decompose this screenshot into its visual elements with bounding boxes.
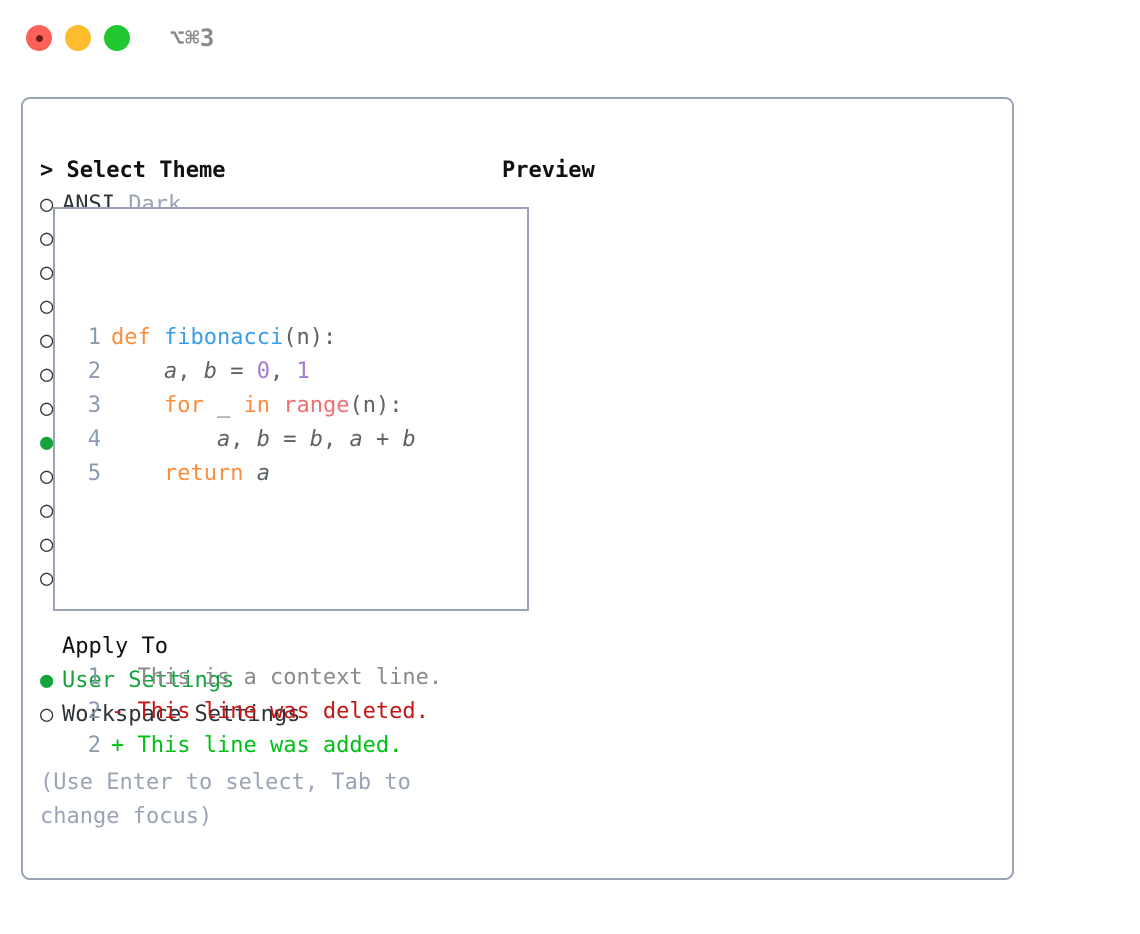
code-token: a [163, 359, 178, 384]
theme-picker-panel: > Select Theme ○ ANSI Dark○ Atom One Dar… [21, 97, 1014, 880]
code-line: 2 a, b = 0, 1 [67, 355, 522, 389]
code-token: , [230, 427, 257, 452]
diff-line: 2- This line was deleted. [67, 695, 522, 729]
line-number: 1 [87, 325, 101, 350]
radio-unselected-icon: ○ [40, 532, 54, 557]
diff-sample: 1 This is a context line.2- This line wa… [67, 661, 522, 763]
select-theme-heading: > Select Theme [40, 154, 480, 188]
diff-line: 2 + This line was added. [67, 729, 522, 763]
diff-marker: + [111, 733, 138, 758]
apply-to-option-workspace-settings[interactable]: ○ Workspace Settings [40, 698, 480, 732]
code-token [270, 393, 283, 418]
code-token: = [269, 427, 310, 452]
code-line: 3 for _ in range(n): [67, 389, 522, 423]
window-controls [26, 25, 130, 51]
radio-unselected-icon: ○ [40, 260, 54, 285]
diff-marker [111, 665, 138, 690]
radio-unselected-icon: ○ [40, 396, 54, 421]
code-token [243, 461, 256, 486]
apply-to-option-label: Workspace Settings [62, 702, 301, 727]
code-token: fibonacci [164, 325, 284, 350]
radio-unselected-icon: ○ [40, 498, 54, 523]
radio-selected-icon: ● [40, 430, 54, 455]
code-token: 1 [296, 359, 310, 384]
keyboard-hint-text: (Use Enter to select, Tab to change focu… [40, 770, 425, 829]
preview-column: Preview [502, 154, 1002, 188]
line-number: 2 [87, 359, 101, 384]
line-number: 1 [87, 665, 101, 690]
code-token: return [163, 461, 244, 486]
code-token: b [309, 427, 323, 452]
preview-heading: Preview [502, 158, 595, 183]
code-token: , [269, 359, 297, 384]
radio-unselected-icon: ○ [40, 226, 54, 251]
code-token: b [256, 427, 270, 452]
code-token: in [243, 393, 270, 418]
line-number: 4 [87, 427, 101, 452]
radio-unselected-icon: ○ [40, 362, 54, 387]
select-theme-heading-label: Select Theme [66, 158, 226, 183]
line-number: 3 [87, 393, 101, 418]
radio-unselected-icon: ○ [40, 566, 54, 591]
apply-to-heading: Apply To [62, 634, 168, 659]
line-number: 2 [87, 733, 101, 758]
code-token: a [256, 461, 270, 486]
maximize-button[interactable] [104, 25, 130, 51]
apply-to-option-user-settings[interactable]: ● User Settings [40, 664, 480, 698]
code-token [151, 325, 164, 350]
radio-unselected-icon: ○ [40, 294, 54, 319]
prompt-caret-icon: > [40, 158, 67, 183]
code-token [111, 393, 164, 418]
apply-to-option-label: User Settings [62, 668, 235, 693]
diff-marker: - [111, 699, 138, 724]
keyboard-shortcut-label: ⌥⌘3 [170, 24, 215, 52]
line-number: 2 [87, 699, 101, 724]
apply-to-option-list: ● User Settings○ Workspace Settings [40, 664, 480, 732]
code-token: def [111, 325, 151, 350]
code-token: , [177, 359, 204, 384]
code-token [111, 427, 217, 452]
radio-selected-icon: ● [40, 668, 67, 693]
radio-unselected-icon: ○ [40, 702, 67, 727]
code-token: range [283, 393, 350, 418]
code-token: for [163, 393, 204, 418]
diff-text: This line was deleted. [137, 699, 429, 724]
close-button[interactable] [26, 25, 52, 51]
code-token: = [216, 359, 257, 384]
code-token [230, 393, 243, 418]
minimize-button[interactable] [65, 25, 91, 51]
code-token: _ [216, 393, 231, 418]
code-line: 1 def fibonacci(n): [67, 321, 522, 355]
title-bar: ⌥⌘3 [0, 0, 1140, 78]
radio-unselected-icon: ○ [40, 464, 54, 489]
code-diff-separator [67, 559, 522, 593]
code-token: + [362, 427, 403, 452]
code-token: (n): [283, 325, 337, 350]
code-token [111, 359, 164, 384]
code-token: a [216, 427, 231, 452]
radio-unselected-icon: ○ [40, 328, 54, 353]
code-line: 5 return a [67, 457, 522, 491]
code-token [204, 393, 217, 418]
code-token [111, 461, 164, 486]
code-token: b [203, 359, 217, 384]
code-token: 0 [256, 359, 270, 384]
code-token: , [322, 427, 350, 452]
code-token: a [349, 427, 363, 452]
code-token: (n): [349, 393, 403, 418]
diff-text: This is a context line. [137, 665, 443, 690]
code-token: b [402, 427, 416, 452]
radio-unselected-icon: ○ [40, 192, 67, 217]
diff-line: 1 This is a context line. [67, 661, 522, 695]
code-line: 4 a, b = b, a + b [67, 423, 522, 457]
line-number: 5 [87, 461, 101, 486]
diff-text: This line was added. [137, 733, 403, 758]
